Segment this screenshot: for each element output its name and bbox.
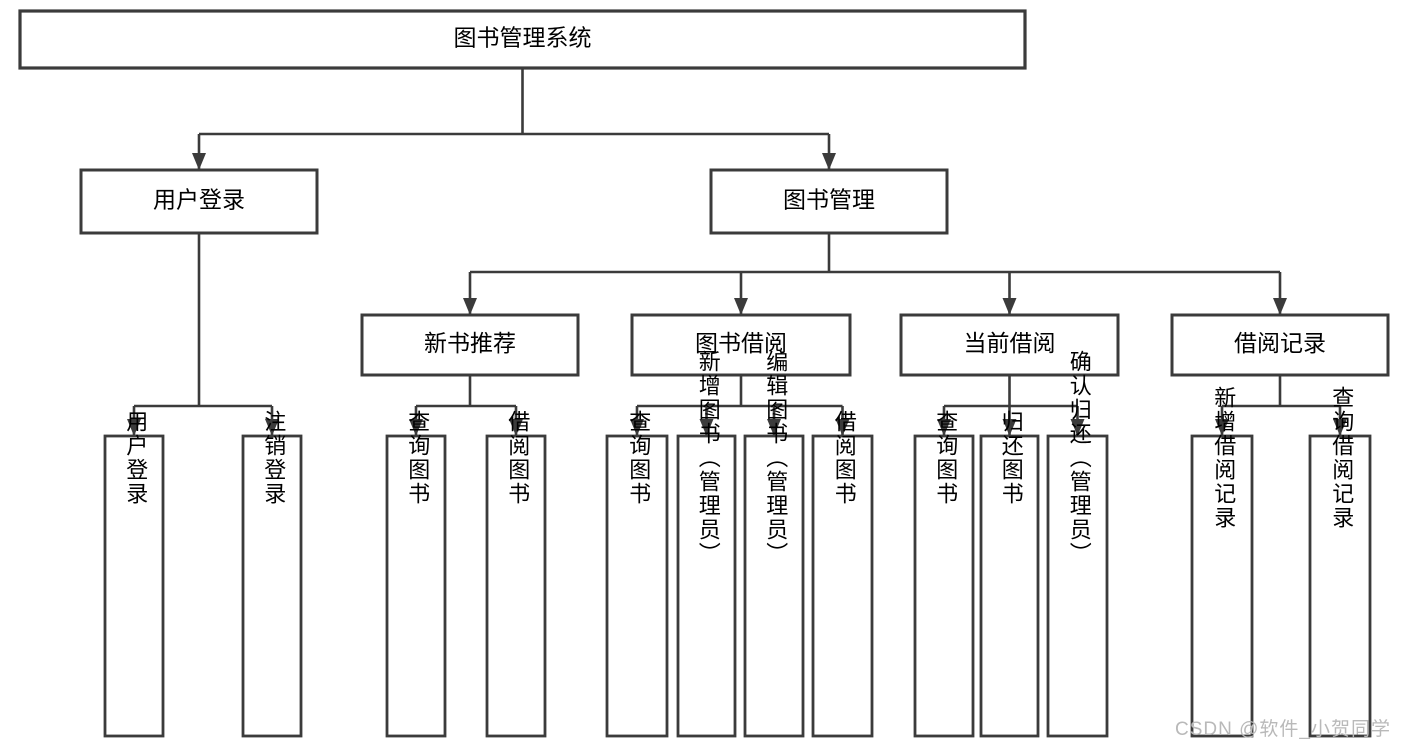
node-确认归还管理员-10[interactable]: 确认归还（管理员） [1046, 350, 1109, 738]
node-查询图书-2[interactable]: 查询图书 [385, 410, 447, 738]
arrow-head-icon [1333, 419, 1347, 436]
node-box[interactable] [811, 434, 874, 738]
node-box[interactable] [1190, 434, 1254, 738]
arrow-head-icon [699, 419, 714, 436]
arrow-head-icon [409, 419, 423, 436]
node-label: 查询图书 [405, 410, 430, 506]
node-label: 查询借阅记录 [1329, 386, 1354, 530]
node-box[interactable] [676, 434, 737, 738]
node-box[interactable] [1170, 313, 1390, 377]
node-label: 注销登录 [261, 410, 286, 506]
node-label: 图书管理系统 [454, 25, 592, 51]
node-label: 查询图书 [626, 410, 651, 506]
node-查询图书-8[interactable]: 查询图书 [913, 410, 975, 738]
node-box[interactable] [485, 434, 547, 738]
node-新书推荐-0[interactable]: 新书推荐 [360, 313, 580, 377]
node-label: 图书管理 [783, 187, 875, 213]
arrow-head-icon [463, 298, 477, 315]
arrow-head-icon [767, 419, 781, 436]
node-box[interactable] [385, 434, 447, 738]
arrow-head-icon [1070, 419, 1085, 436]
node-box[interactable] [743, 434, 805, 738]
node-box[interactable] [360, 313, 580, 377]
node-借阅图书-7[interactable]: 借阅图书 [811, 410, 874, 738]
node-label: 确认归还（管理员） [1067, 350, 1092, 566]
node-box[interactable] [1046, 434, 1109, 738]
node-用户登录-0[interactable]: 用户登录 [79, 168, 319, 235]
node-借阅记录-3[interactable]: 借阅记录 [1170, 313, 1390, 377]
node-label: 归还图书 [999, 410, 1024, 506]
node-box[interactable] [18, 9, 1027, 70]
node-编辑图书管理员-6[interactable]: 编辑图书（管理员） [743, 350, 805, 738]
node-box[interactable] [979, 434, 1040, 738]
arrow-head-icon [937, 419, 951, 436]
node-label: 编辑图书（管理员） [763, 350, 788, 566]
node-box[interactable] [1308, 434, 1372, 738]
arrow-head-icon [1215, 419, 1229, 436]
arrow-head-icon [835, 419, 850, 436]
node-label: 查询图书 [933, 410, 958, 506]
node-借阅图书-3[interactable]: 借阅图书 [485, 410, 547, 738]
connector-layer [127, 68, 1347, 436]
node-新增图书管理员-5[interactable]: 新增图书（管理员） [676, 350, 737, 738]
arrow-head-icon [192, 153, 206, 170]
csdn-watermark: CSDN @软件_小贺同学 [1175, 719, 1391, 740]
node-label: 用户登录 [123, 410, 148, 506]
node-用户登录-0[interactable]: 用户登录 [103, 410, 165, 738]
node-查询借阅记录-12[interactable]: 查询借阅记录 [1308, 386, 1372, 738]
node-图书管理系统-0[interactable]: 图书管理系统 [18, 9, 1027, 70]
node-label: 借阅记录 [1234, 330, 1326, 356]
node-label: 当前借阅 [964, 330, 1056, 356]
arrow-head-icon [509, 419, 523, 436]
node-label: 借阅图书 [505, 410, 530, 506]
node-label: 新增借阅记录 [1211, 386, 1236, 530]
node-box[interactable] [630, 313, 852, 377]
node-label: 图书借阅 [695, 330, 787, 356]
arrow-head-icon [1002, 419, 1017, 436]
node-图书借阅-1[interactable]: 图书借阅 [630, 313, 852, 377]
node-box[interactable] [103, 434, 165, 738]
node-box[interactable] [913, 434, 975, 738]
arrow-head-icon [127, 419, 141, 436]
arrow-head-icon [822, 153, 836, 170]
arrow-head-icon [1002, 298, 1017, 315]
node-box[interactable] [605, 434, 669, 738]
node-box[interactable] [899, 313, 1120, 377]
arrow-head-icon [265, 419, 279, 436]
node-图书管理-1[interactable]: 图书管理 [709, 168, 949, 235]
node-label: 新增图书（管理员） [696, 350, 721, 566]
node-layer: 图书管理系统用户登录图书管理新书推荐图书借阅当前借阅借阅记录用户登录注销登录查询… [18, 9, 1390, 738]
node-box[interactable] [241, 434, 303, 738]
node-查询图书-4[interactable]: 查询图书 [605, 410, 669, 738]
node-归还图书-9[interactable]: 归还图书 [979, 410, 1040, 738]
node-label: 借阅图书 [832, 410, 857, 506]
arrow-head-icon [1273, 298, 1287, 315]
arrow-head-icon [630, 419, 644, 436]
node-box[interactable] [709, 168, 949, 235]
node-注销登录-1[interactable]: 注销登录 [241, 410, 303, 738]
node-当前借阅-2[interactable]: 当前借阅 [899, 313, 1120, 377]
arrow-head-icon [734, 298, 748, 315]
node-新增借阅记录-11[interactable]: 新增借阅记录 [1190, 386, 1254, 738]
node-label: 用户登录 [153, 187, 245, 213]
node-box[interactable] [79, 168, 319, 235]
node-label: 新书推荐 [424, 330, 516, 356]
